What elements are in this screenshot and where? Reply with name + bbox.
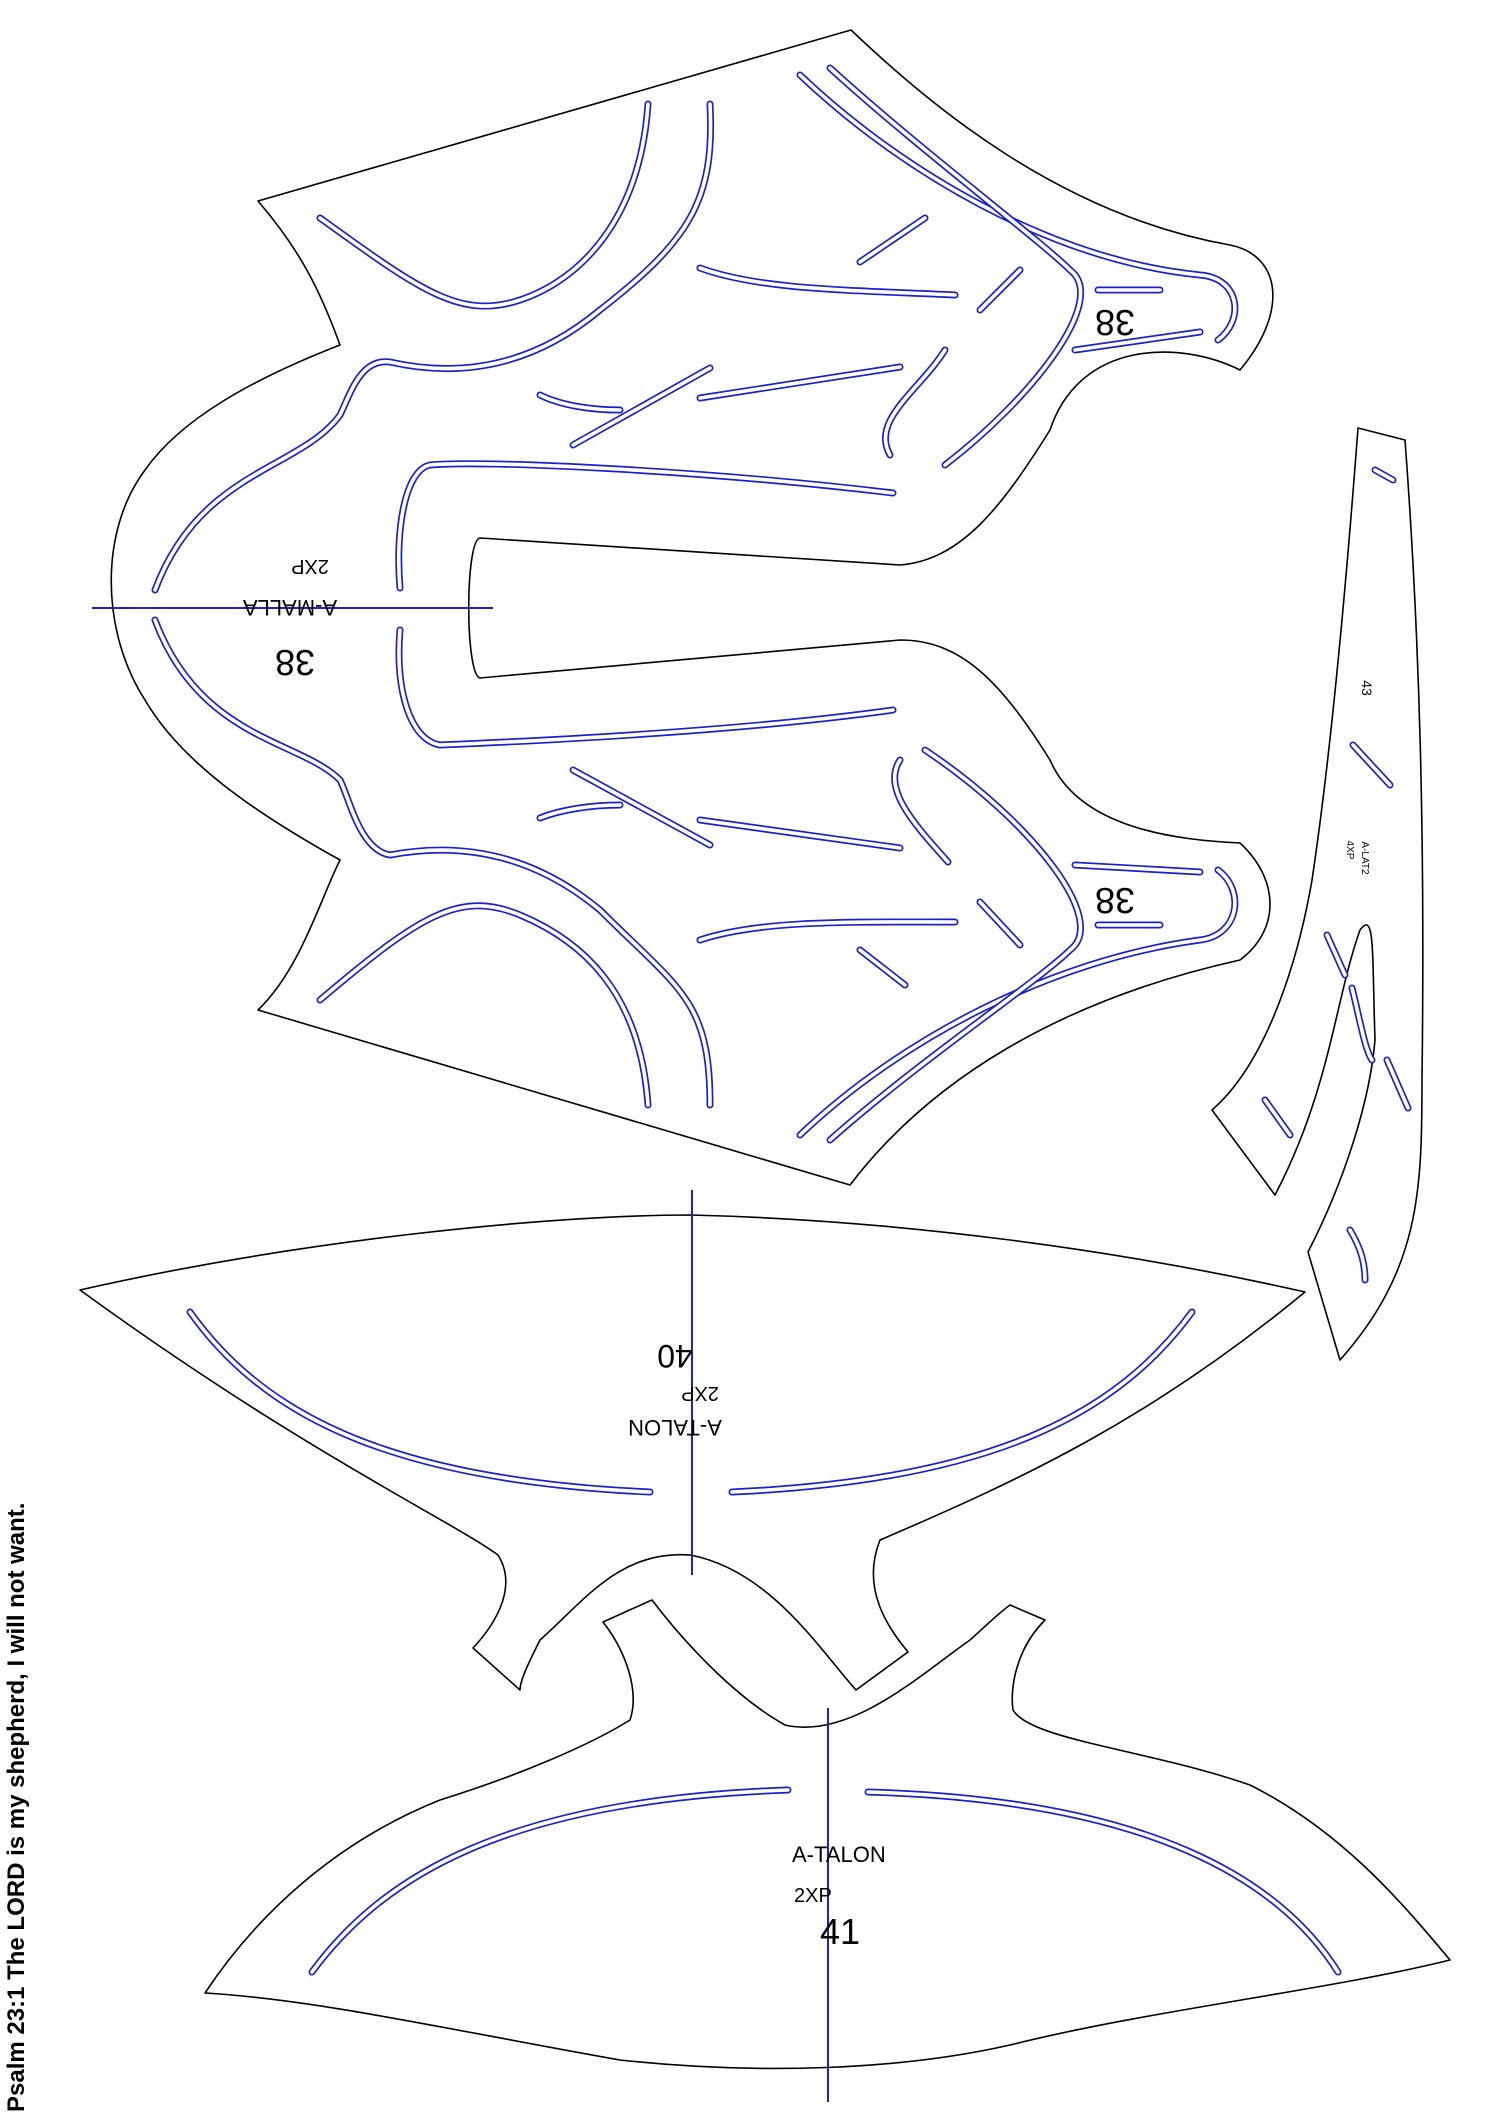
piece-a-lat2: 43 A-LAT2 4XP (1211, 427, 1424, 1361)
talon-40-stitch-lines (186, 1308, 1196, 1496)
malla-size-top: 38 (1095, 302, 1135, 343)
lat2-size-label: 43 (1359, 680, 1375, 696)
piece-a-talon-41: A-TALON 2XP 41 (204, 1599, 1451, 2102)
talon-40-qty-label: 2XP (681, 1382, 719, 1404)
talon-40-size-label: 40 (657, 1338, 693, 1374)
malla-stitch-lines (151, 64, 1239, 1144)
malla-name-label: A-MALLA (243, 595, 337, 620)
malla-qty-label: 2XP (291, 555, 329, 577)
talon-41-qty-label: 2XP (794, 1885, 832, 1907)
malla-size-main: 38 (275, 642, 315, 683)
malla-size-bottom: 38 (1095, 880, 1135, 921)
talon-41-stitch-lines (308, 1786, 1342, 1976)
lat2-qty-label: 4XP (1344, 841, 1355, 860)
malla-outline (110, 29, 1274, 1186)
lat2-stitch-lines (1261, 466, 1412, 1284)
lat2-name-label: A-LAT2 (1359, 841, 1370, 875)
talon-41-size-label: 41 (820, 1911, 860, 1952)
piece-a-malla: A-MALLA 2XP 38 38 38 (92, 29, 1274, 1186)
verse-text: Psalm 23:1 The LORD is my shepherd, I wi… (3, 1503, 30, 2112)
talon-40-name-label: A-TALON (628, 1415, 722, 1440)
lat2-outline (1211, 427, 1424, 1361)
talon-41-name-label: A-TALON (792, 1842, 886, 1867)
piece-a-talon-40: 40 2XP A-TALON (79, 1190, 1306, 1691)
